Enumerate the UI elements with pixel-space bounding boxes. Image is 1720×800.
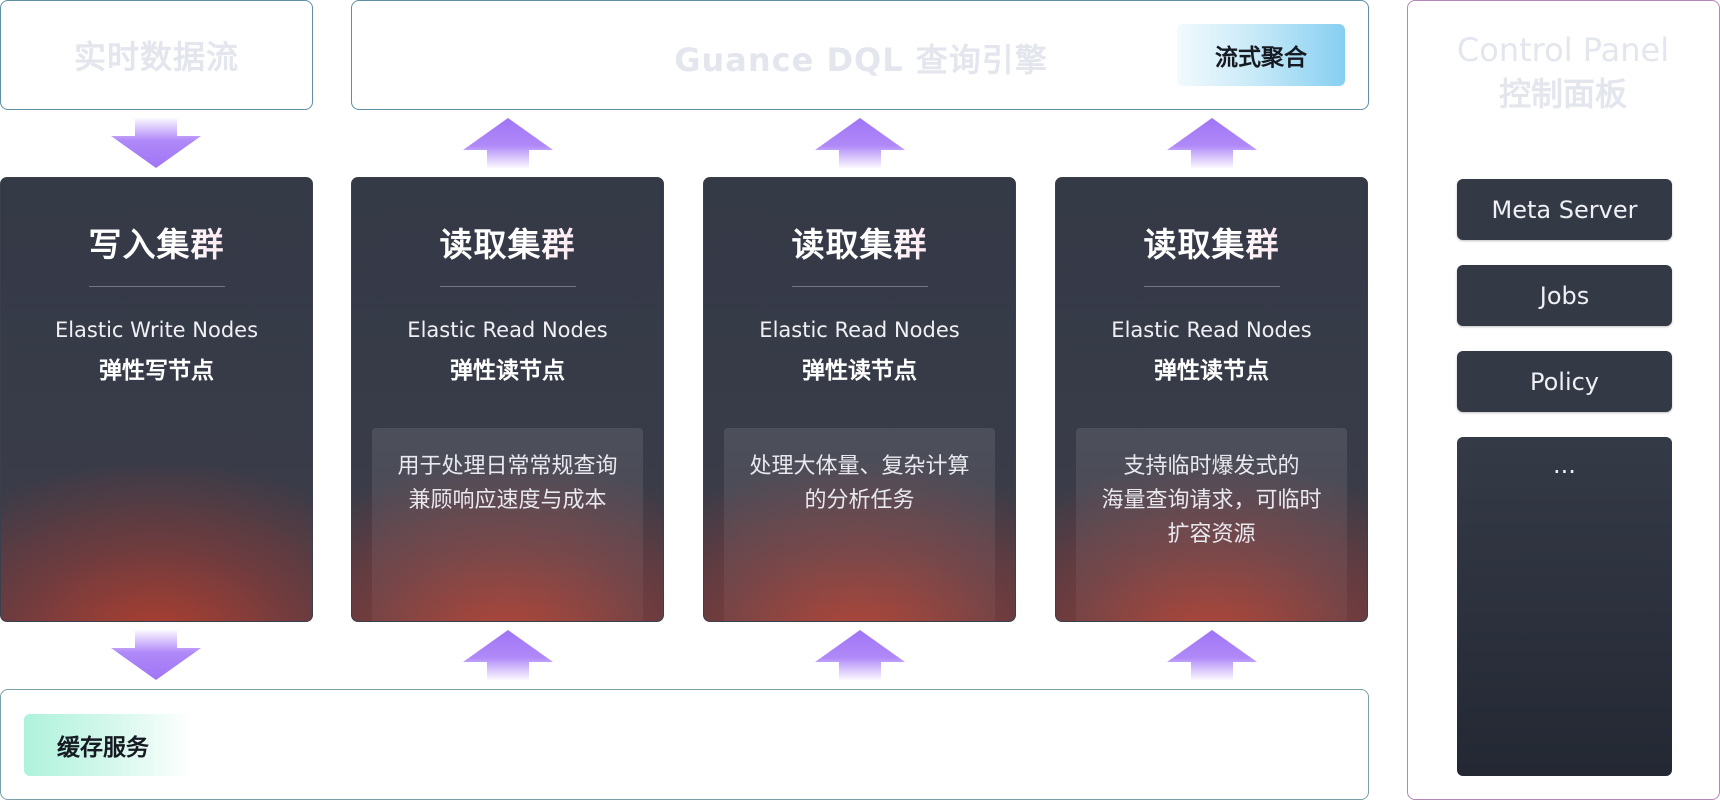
realtime-stream-label: 实时数据流 <box>73 38 239 76</box>
card-divider <box>791 286 928 287</box>
card-divider <box>88 286 225 287</box>
cache-service-badge: 缓存服务 <box>24 714 192 776</box>
read-cluster-subtitle-cn: 弹性读节点 <box>802 358 917 384</box>
read-cluster-description: 支持临时爆发式的 海量查询请求，可临时 扩容资源 <box>1076 428 1347 621</box>
arrow-up-icon <box>1167 118 1257 168</box>
cache-service-box: 缓存服务 <box>0 689 1369 800</box>
description-line: 用于处理日常常规查询 <box>397 454 618 479</box>
arrow-up-icon <box>815 118 905 168</box>
stream-aggregation-badge: 流式聚合 <box>1177 24 1345 86</box>
read-cluster-title: 读取集群 <box>352 218 663 266</box>
arrow-up-icon <box>815 630 905 680</box>
description-line: 海量查询请求，可临时 <box>1101 488 1322 513</box>
more-ellipsis: ... <box>1553 451 1576 479</box>
control-panel-title-cn: 控制面板 <box>1498 75 1627 113</box>
read-cluster-description: 处理大体量、复杂计算 的分析任务 <box>724 428 995 621</box>
read-cluster-subtitle-en: Elastic Read Nodes <box>1111 318 1312 342</box>
realtime-stream-box: 实时数据流 <box>0 0 313 110</box>
policy-button[interactable]: Policy <box>1457 351 1672 412</box>
read-cluster-subtitle-en: Elastic Read Nodes <box>407 318 608 342</box>
jobs-button[interactable]: Jobs <box>1457 265 1672 326</box>
read-cluster-card: 读取集群 Elastic Read Nodes 弹性读节点 支持临时爆发式的 海… <box>1055 177 1368 622</box>
write-cluster-title: 写入集群 <box>1 218 312 266</box>
read-cluster-card: 读取集群 Elastic Read Nodes 弹性读节点 用于处理日常常规查询… <box>351 177 664 622</box>
description-line: 扩容资源 <box>1167 522 1256 547</box>
write-cluster-subtitle-en: Elastic Write Nodes <box>54 318 259 342</box>
query-engine-label: Guance DQL 查询引擎 <box>674 41 1048 79</box>
card-divider <box>439 286 576 287</box>
read-cluster-card: 读取集群 Elastic Read Nodes 弹性读节点 处理大体量、复杂计算… <box>703 177 1016 622</box>
arrow-up-icon <box>1167 630 1257 680</box>
read-cluster-subtitle-cn: 弹性读节点 <box>450 358 565 384</box>
query-engine-box: Guance DQL 查询引擎 流式聚合 <box>351 0 1369 110</box>
arrow-down-icon <box>111 630 201 680</box>
read-cluster-title: 读取集群 <box>704 218 1015 266</box>
description-line: 的分析任务 <box>804 488 915 513</box>
write-cluster-card: 写入集群 Elastic Write Nodes 弹性写节点 <box>0 177 313 622</box>
read-cluster-subtitle-cn: 弹性读节点 <box>1154 358 1269 384</box>
more-items-panel[interactable]: ... <box>1457 437 1672 776</box>
control-panel-title-en: Control Panel <box>1456 31 1670 69</box>
read-cluster-subtitle-en: Elastic Read Nodes <box>759 318 960 342</box>
write-cluster-subtitle-cn: 弹性写节点 <box>99 358 214 384</box>
read-cluster-description: 用于处理日常常规查询 兼顾响应速度与成本 <box>372 428 643 621</box>
meta-server-button[interactable]: Meta Server <box>1457 179 1672 240</box>
arrow-up-icon <box>463 118 553 168</box>
arrow-up-icon <box>463 630 553 680</box>
description-line: 支持临时爆发式的 <box>1123 454 1300 479</box>
control-panel: Control Panel 控制面板 Meta Server Jobs Poli… <box>1407 0 1720 800</box>
description-line: 处理大体量、复杂计算 <box>749 454 970 479</box>
description-line: 兼顾响应速度与成本 <box>408 488 607 513</box>
arrow-down-icon <box>111 118 201 168</box>
read-cluster-title: 读取集群 <box>1056 218 1367 266</box>
card-divider <box>1143 286 1280 287</box>
